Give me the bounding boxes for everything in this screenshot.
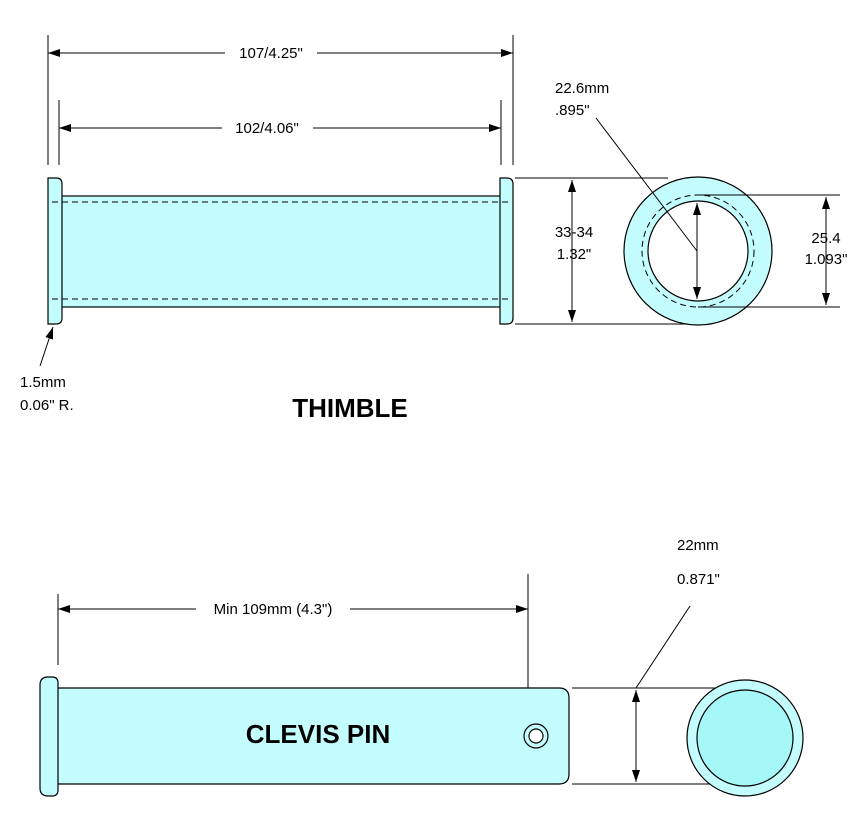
radius-leader [39, 326, 54, 367]
clevis-pin-title: CLEVIS PIN [246, 719, 390, 749]
thimble-right-flange [499, 177, 514, 325]
clevis-min-length-label: Min 109mm (4.3") [214, 601, 333, 618]
thimble-tube [56, 195, 506, 308]
thimble-inner-diameter-mm: 22.6mm [555, 80, 609, 97]
clevis-pin-body [54, 687, 570, 785]
clevis-diameter-in: 0.871" [677, 571, 720, 588]
thimble-body-length-label: 102/4.06" [235, 120, 299, 137]
thimble-title: THIMBLE [292, 393, 408, 423]
thimble-mid-diameter-mm: 25.4 [811, 230, 840, 247]
thimble-radius-in: 0.06" R. [20, 397, 74, 414]
thimble-radius-mm: 1.5mm [20, 374, 66, 391]
thimble-bore [647, 200, 749, 302]
thimble-inner-diameter-in: .895" [555, 102, 590, 119]
thimble-left-flange [47, 177, 63, 325]
clevis-pin-face [696, 689, 794, 787]
clevis-pin-side-view: Min 109mm (4.3") [39, 574, 570, 797]
thimble-side-view: 107/4.25" 102/4.06" 1.5mm 0.06" R. [20, 35, 514, 414]
clevis-diameter-leader [635, 605, 691, 689]
thimble-outer-diameter-in: 1.32" [557, 246, 592, 263]
clevis-diameter-mm: 22mm [677, 537, 719, 554]
thimble-end-view: 33-34 1.32" 25.4 1.093" 22.6mm .895" [515, 80, 848, 326]
inner-diameter-leader [595, 117, 698, 252]
thimble-overall-length-label: 107/4.25" [239, 45, 303, 62]
thimble-mid-diameter-in: 1.093" [805, 251, 848, 268]
clevis-pin-end-view: 22mm 0.871" [572, 537, 804, 797]
clevis-pin-hole [528, 728, 544, 744]
thimble-outer-diameter-mm: 33-34 [555, 224, 593, 241]
clevis-pin-head [39, 676, 59, 797]
